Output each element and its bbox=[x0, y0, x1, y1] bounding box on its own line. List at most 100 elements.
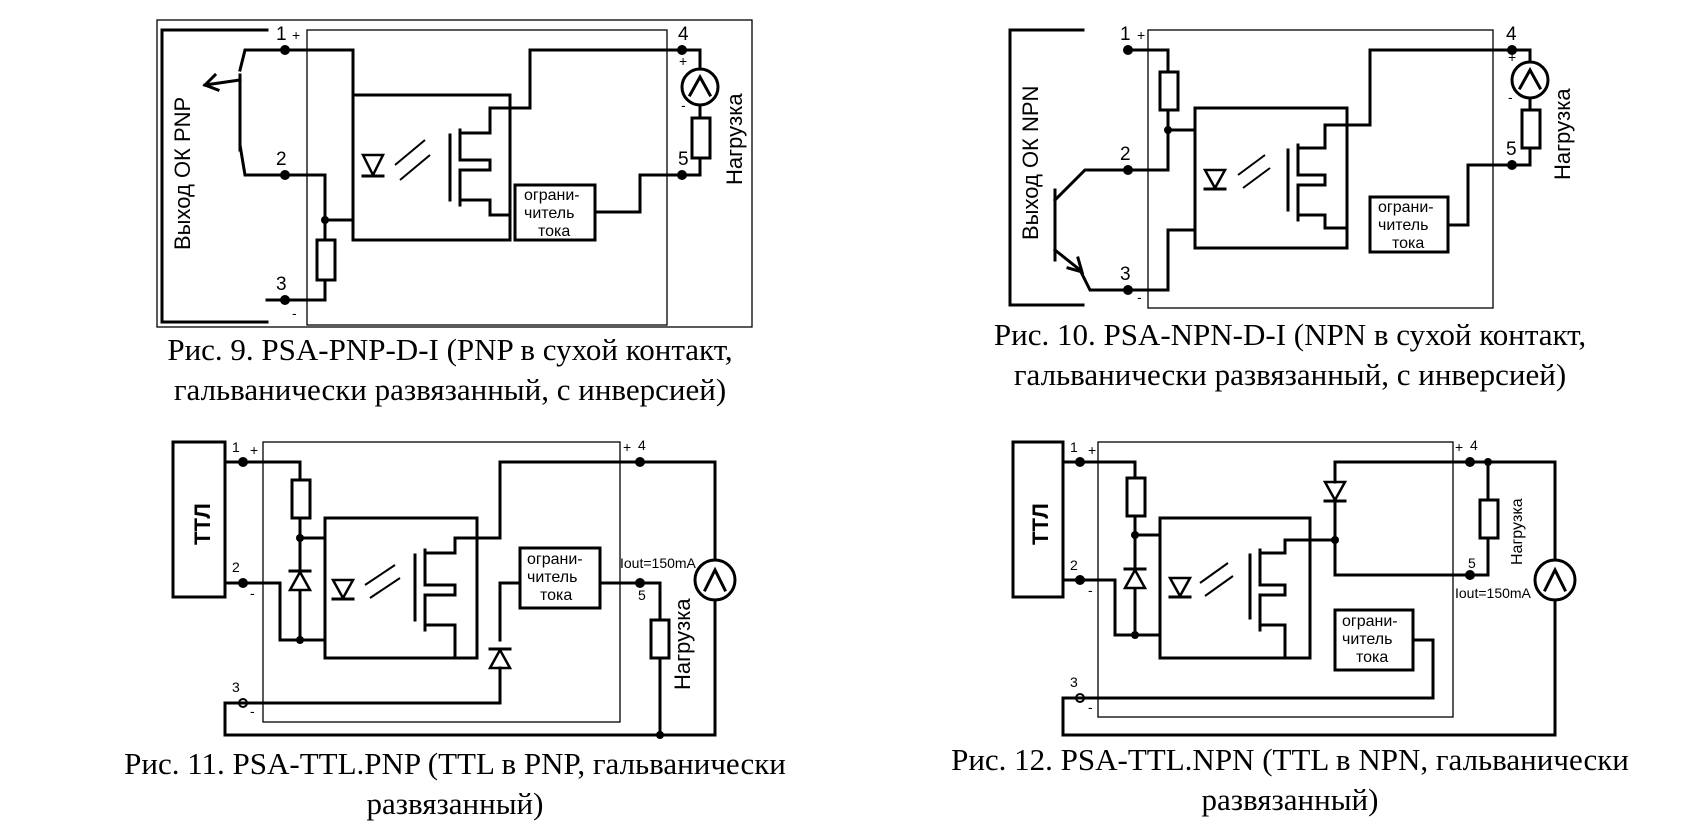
fig12-limiter-text: ограни- bbox=[1342, 613, 1398, 630]
fig9-wire bbox=[283, 278, 327, 302]
fig11-limiter-text: читель bbox=[527, 569, 577, 586]
fig9-caption-line-1: Рис. 9. PSA-PNP-D-I (PNP в сухой контакт… bbox=[167, 332, 733, 367]
fig12-wire bbox=[1078, 638, 1435, 700]
fig10-terminal-label-4: 4 bbox=[1506, 24, 1517, 45]
fig12-terminal-label-3: 3 bbox=[1070, 674, 1078, 690]
fig12-wire bbox=[1486, 460, 1557, 562]
fig9-sign-minus: - bbox=[681, 97, 686, 113]
fig12-current-label: Iout=150mA bbox=[1455, 585, 1532, 601]
fig12-wire bbox=[1133, 514, 1162, 537]
fig10-sign-plus: + bbox=[1508, 49, 1516, 65]
fig12-led-diode bbox=[1167, 576, 1193, 599]
fig11-ttl-box bbox=[171, 440, 227, 599]
fig12-limiter-text: тока bbox=[1356, 649, 1388, 666]
fig11-current-limiter bbox=[518, 546, 602, 610]
fig9-wire bbox=[680, 156, 702, 177]
fig11-load-label: Нагрузка bbox=[670, 598, 695, 690]
fig9-source-arrow bbox=[687, 73, 713, 98]
fig11-wire bbox=[423, 460, 717, 562]
fig10-terminal-label-3: 3 bbox=[1120, 264, 1131, 285]
fig11-junction bbox=[656, 731, 664, 739]
fig12-wire bbox=[1258, 538, 1472, 577]
fig10-wire bbox=[1126, 48, 1170, 74]
fig10-terminal-label-1: 1 bbox=[1120, 24, 1131, 45]
fig10-optocoupler-box bbox=[1193, 106, 1349, 250]
fig12-source-arrow bbox=[1542, 566, 1568, 593]
fig9-junction bbox=[321, 216, 329, 224]
fig12-module-outline bbox=[1097, 441, 1454, 718]
fig9-wire bbox=[458, 48, 684, 135]
fig11-terminal-label-4: 4 bbox=[638, 437, 646, 453]
fig10-load-label: Нагрузка bbox=[1550, 88, 1575, 180]
fig10-caption-line-2: гальванически развязанный, с инверсией) bbox=[1013, 357, 1567, 392]
fig10-wire bbox=[1510, 48, 1532, 64]
fig11-sign-2: - bbox=[250, 585, 255, 601]
fig11-sign-4: + bbox=[623, 439, 631, 455]
fig10-limiter-text: читель bbox=[1378, 217, 1428, 234]
fig12-sign-4: + bbox=[1455, 439, 1463, 455]
fig11-wire bbox=[598, 581, 662, 622]
fig9-frame bbox=[156, 19, 753, 328]
fig9-wire bbox=[593, 173, 684, 214]
fig11-light-ray bbox=[369, 577, 401, 599]
fig12-wire bbox=[1061, 598, 1557, 737]
fig12-light-ray bbox=[1204, 575, 1234, 597]
fig12-protect-diode bbox=[1122, 567, 1148, 590]
fig11-wire bbox=[223, 460, 302, 482]
fig11-source-label: ТТЛ bbox=[190, 503, 215, 545]
fig12-caption-line-2: развязанный) bbox=[1201, 782, 1379, 817]
fig10-wire bbox=[1296, 48, 1514, 150]
fig10-sign-2: - bbox=[1137, 289, 1142, 305]
fig11-sign-3: - bbox=[250, 703, 255, 719]
fig12-wire bbox=[1333, 460, 1472, 484]
fig10-light-ray bbox=[1242, 167, 1271, 189]
fig9-sign-2: - bbox=[292, 305, 297, 321]
fig9-current-limiter bbox=[513, 183, 597, 242]
fig11-wire bbox=[223, 598, 717, 737]
fig12-optocoupler-box bbox=[1158, 516, 1312, 660]
fig10-sign-minus: - bbox=[1508, 89, 1513, 105]
fig11-terminal-label-2: 2 bbox=[232, 559, 240, 575]
fig9-terminal-label-4: 4 bbox=[678, 24, 689, 45]
fig12-wire bbox=[1061, 578, 1137, 637]
fig10-caption: Рис. 10. PSA-NPN-D-I (NPN в сухой контак… bbox=[950, 315, 1630, 395]
fig10-terminal-label-2: 2 bbox=[1120, 144, 1131, 165]
fig9-terminal-label-2: 2 bbox=[276, 149, 287, 170]
fig11-current-source bbox=[693, 558, 737, 602]
fig10-wire bbox=[1296, 173, 1327, 187]
fig12-limiter-text: читель bbox=[1342, 631, 1392, 648]
fig10-source-arrow bbox=[1517, 66, 1543, 91]
fig12-resistor bbox=[1125, 476, 1147, 518]
fig12-caption-line-1: Рис. 12. PSA-TTL.NPN (TTL в NPN, гальван… bbox=[951, 742, 1629, 777]
fig9-terminal-label-5: 5 bbox=[678, 149, 689, 170]
fig10-terminal-label-5: 5 bbox=[1506, 139, 1517, 160]
fig12-current-source bbox=[1533, 558, 1577, 602]
fig11-optocoupler-box bbox=[323, 516, 479, 660]
fig11-limiter-text: ограни- bbox=[527, 551, 583, 568]
fig12-terminal-label-4: 4 bbox=[1470, 437, 1478, 453]
fig10-wire bbox=[1126, 228, 1197, 292]
fig10-source-label: Выход ОК NPN bbox=[1018, 86, 1043, 240]
fig10-sign-1: + bbox=[1137, 27, 1145, 43]
fig12-current-limiter bbox=[1333, 608, 1415, 672]
fig9-source-label: Выход ОК PNP bbox=[170, 97, 195, 250]
fig12-terminal-label-1: 1 bbox=[1070, 439, 1078, 455]
fig9-source-box bbox=[160, 28, 269, 324]
fig12-junction bbox=[1131, 531, 1139, 539]
fig12-caption: Рис. 12. PSA-TTL.NPN (TTL в NPN, гальван… bbox=[905, 740, 1675, 820]
fig11-current-label: Iout=150mA bbox=[620, 555, 697, 571]
fig12-sign-1: + bbox=[1088, 442, 1096, 458]
fig9-caption-line-2: гальванически развязанный, с инверсией) bbox=[173, 372, 727, 407]
fig10-caption-line-1: Рис. 10. PSA-NPN-D-I (NPN в сухой контак… bbox=[993, 317, 1587, 352]
fig12-load-label: Нагрузка bbox=[1509, 498, 1526, 565]
fig11-terminal-label-1: 1 bbox=[232, 439, 240, 455]
fig12-wire bbox=[1061, 460, 1137, 480]
fig10-wire bbox=[1446, 163, 1514, 227]
fig9-terminal-label-1: 1 bbox=[276, 24, 287, 45]
fig9-optocoupler-box bbox=[351, 93, 512, 242]
fig11-led-diode bbox=[330, 578, 356, 601]
fig11-sign-1: + bbox=[250, 442, 258, 458]
